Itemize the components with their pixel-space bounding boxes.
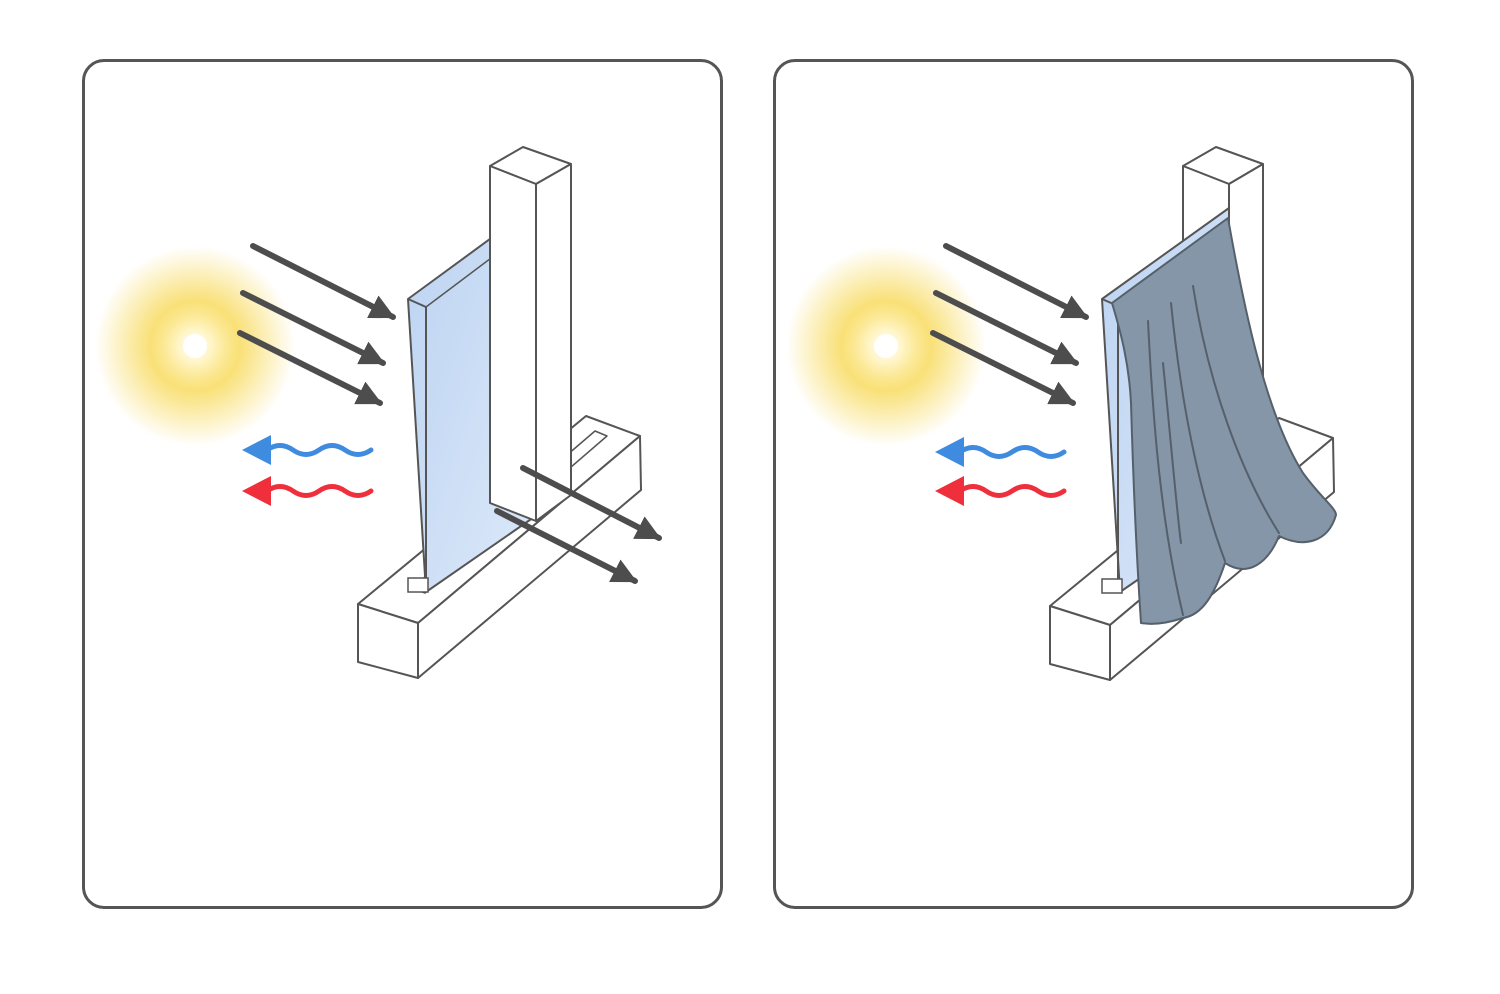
curtain-scene [786, 146, 1337, 681]
transmitted-light-arrows [494, 465, 662, 584]
warm-wave-icon [957, 484, 1067, 498]
light-arrow-icon [250, 243, 396, 320]
light-arrow-icon [943, 243, 1089, 320]
light-arrow-icon [930, 330, 1076, 406]
panel-window-with-curtain [773, 59, 1414, 909]
heat-waves [935, 437, 1067, 506]
cool-wave-arrowhead-icon [935, 437, 964, 467]
cool-wave-icon [264, 443, 374, 457]
light-arrow-icon [237, 330, 383, 406]
heat-waves [242, 435, 374, 506]
light-arrow-icon [240, 290, 386, 366]
warm-wave-arrowhead-icon [935, 476, 964, 506]
window-post [489, 146, 572, 522]
curtain [1111, 217, 1337, 625]
light-arrow-icon [494, 508, 638, 584]
incoming-light-arrows [237, 243, 396, 406]
warm-wave-icon [264, 484, 374, 498]
window-scene [95, 146, 662, 679]
cool-wave-icon [957, 445, 1067, 459]
panel-window-no-curtain [82, 59, 723, 909]
light-arrow-icon [933, 290, 1079, 366]
warm-wave-arrowhead-icon [242, 476, 271, 506]
cool-wave-arrowhead-icon [242, 435, 271, 465]
light-arrow-icon [520, 465, 662, 541]
incoming-light-arrows [930, 243, 1089, 406]
